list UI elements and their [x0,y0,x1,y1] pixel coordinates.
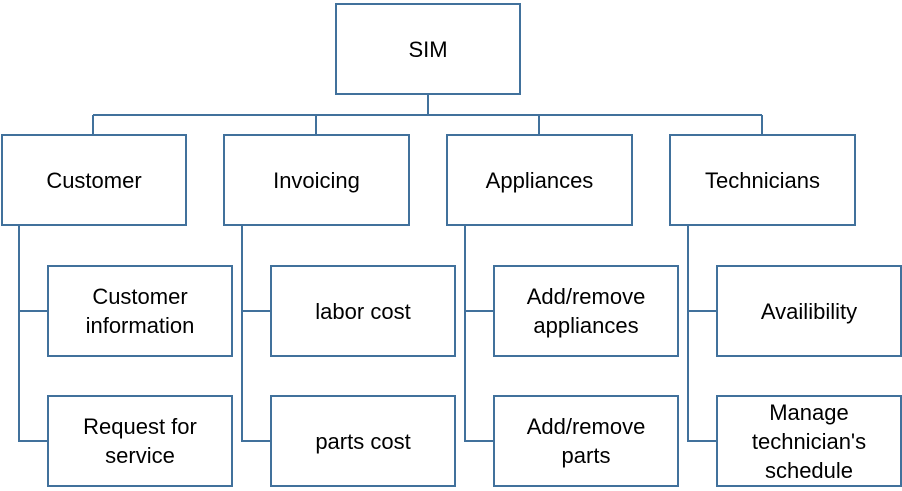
root-node: SIM [335,3,521,95]
branch-invoicing: Invoicing [223,134,410,226]
spine-technicians [687,226,716,442]
invoicing-child-1: labor cost [270,265,456,357]
customer-child-2: Request for service [47,395,233,487]
appliances-child-1-label: Add/remove appliances [526,284,646,338]
technicians-child-1: Availibility [716,265,902,357]
appliances-child-2-label: Add/remove parts [526,414,646,468]
invoicing-child-2: parts cost [270,395,456,487]
appliances-child-1: Add/remove appliances [493,265,679,357]
branch-customer-label: Customer [46,167,142,193]
branch-appliances: Appliances [446,134,633,226]
customer-child-1-label: Customer information [85,284,195,338]
appliances-child-2: Add/remove parts [493,395,679,487]
technicians-child-2: Manage technician's schedule [716,395,902,487]
spine-customer [18,226,47,442]
branch-appliances-label: Appliances [485,167,594,193]
spine-invoicing [241,226,270,442]
root-label: SIM [408,36,448,62]
customer-child-2-label: Request for service [83,414,197,468]
invoicing-child-1-label: labor cost [315,298,411,324]
technicians-child-1-label: Availibility [760,298,858,324]
branch-invoicing-label: Invoicing [273,167,360,193]
branch-technicians: Technicians [669,134,856,226]
technicians-child-2-label: Manage technician's schedule [751,399,867,483]
invoicing-child-2-label: parts cost [315,428,411,454]
branch-technicians-label: Technicians [705,167,820,193]
branch-customer: Customer [1,134,187,226]
customer-child-1: Customer information [47,265,233,357]
spine-appliances [464,226,493,442]
